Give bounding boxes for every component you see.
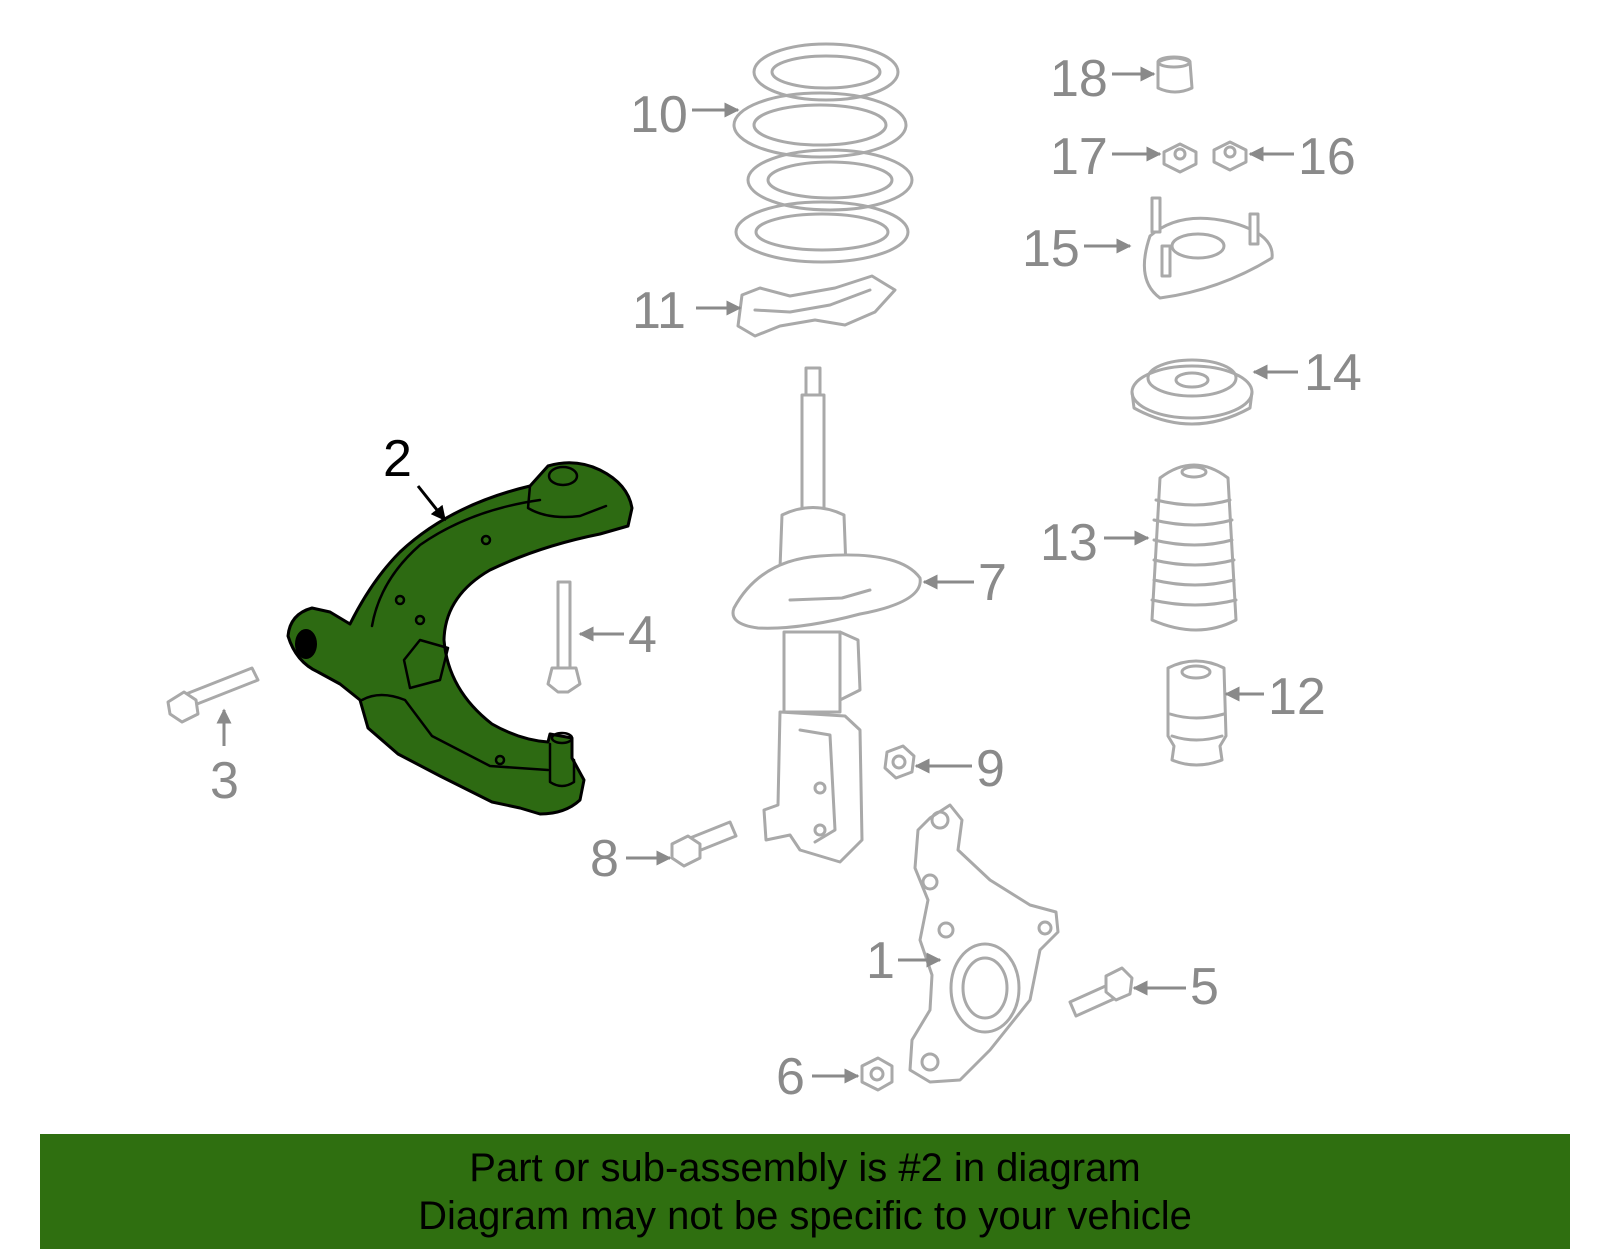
svg-text:5: 5 — [1190, 958, 1219, 1016]
callout-17: 17 — [1050, 128, 1162, 186]
strut-bearing[interactable] — [1130, 358, 1254, 426]
nut-6[interactable] — [860, 1056, 894, 1092]
callout-15: 15 — [1022, 220, 1132, 278]
callout-5: 5 — [1132, 958, 1219, 1016]
svg-text:15: 15 — [1022, 220, 1080, 278]
svg-text:4: 4 — [628, 606, 657, 664]
callout-14: 14 — [1252, 344, 1362, 402]
callout-2: 2 — [383, 430, 447, 522]
dust-boot[interactable] — [1150, 463, 1238, 632]
bolt-4[interactable] — [546, 580, 582, 694]
spring-seat[interactable] — [736, 274, 897, 338]
svg-text:13: 13 — [1040, 514, 1098, 572]
coil-spring[interactable] — [732, 42, 914, 264]
banner-line-2: Diagram may not be specific to your vehi… — [418, 1194, 1192, 1238]
svg-text:6: 6 — [776, 1048, 805, 1106]
callout-6: 6 — [776, 1048, 860, 1106]
bump-stop[interactable] — [1166, 659, 1228, 767]
lower-control-arm[interactable] — [286, 461, 634, 816]
svg-text:12: 12 — [1268, 668, 1326, 726]
svg-text:9: 9 — [976, 740, 1005, 798]
svg-text:1: 1 — [866, 932, 895, 990]
callout-4: 4 — [578, 606, 657, 664]
info-banner: Part or sub-assembly is #2 in diagram Di… — [40, 1134, 1570, 1249]
svg-text:17: 17 — [1050, 128, 1108, 186]
banner-line-1: Part or sub-assembly is #2 in diagram — [469, 1146, 1141, 1190]
callout-8: 8 — [590, 830, 672, 888]
svg-text:2: 2 — [383, 430, 412, 488]
svg-text:10: 10 — [630, 86, 688, 144]
callout-12: 12 — [1224, 668, 1326, 726]
svg-text:18: 18 — [1050, 50, 1108, 108]
bolt-3[interactable] — [166, 666, 260, 724]
callout-7: 7 — [922, 554, 1007, 612]
svg-text:7: 7 — [978, 554, 1007, 612]
callout-11: 11 — [632, 282, 742, 340]
nut-16[interactable] — [1212, 140, 1248, 172]
callout-16: 16 — [1248, 128, 1356, 186]
callout-9: 9 — [914, 740, 1005, 798]
svg-text:3: 3 — [210, 752, 239, 810]
bump-cap[interactable] — [1156, 55, 1194, 94]
callout-3: 3 — [210, 708, 239, 810]
svg-text:11: 11 — [632, 282, 686, 340]
nut-9[interactable] — [883, 744, 916, 780]
bolt-8[interactable] — [670, 820, 738, 868]
callout-1: 1 — [866, 932, 942, 990]
nut-17[interactable] — [1162, 142, 1198, 174]
strut-assembly[interactable] — [731, 366, 922, 864]
svg-text:8: 8 — [590, 830, 619, 888]
svg-text:14: 14 — [1304, 344, 1362, 402]
steering-knuckle[interactable] — [908, 803, 1060, 1084]
bolt-5[interactable] — [1068, 966, 1134, 1018]
callout-18: 18 — [1050, 50, 1156, 108]
callout-10: 10 — [630, 86, 740, 144]
svg-text:16: 16 — [1298, 128, 1356, 186]
strut-mount[interactable] — [1142, 196, 1274, 300]
callout-13: 13 — [1040, 514, 1150, 572]
